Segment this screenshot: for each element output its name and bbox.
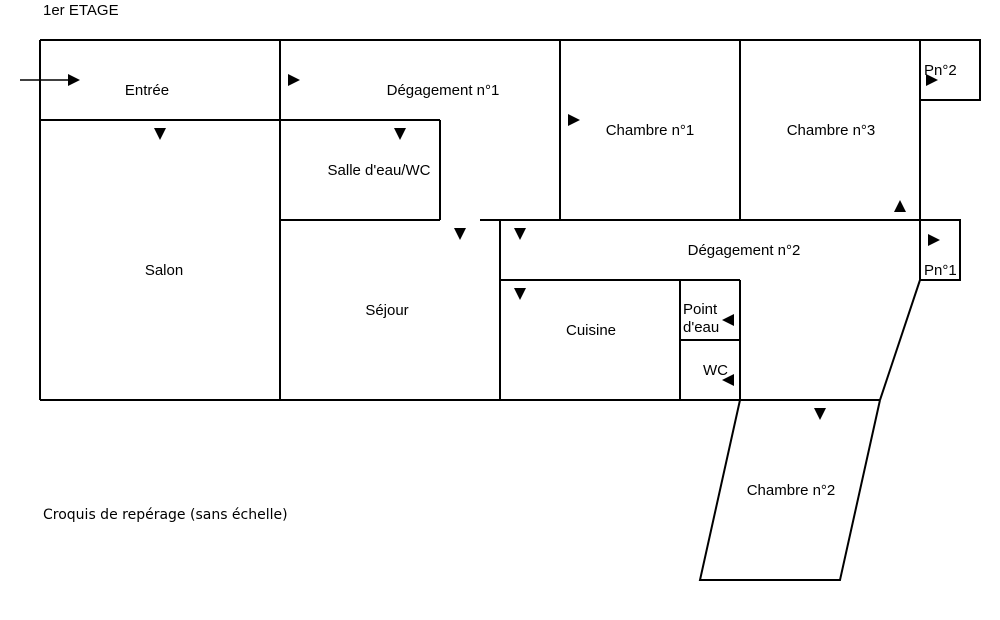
door-arrow-icon [568,114,580,126]
door-arrows [20,74,940,420]
wall-pn1 [919,219,961,281]
label-entree: Entrée [125,82,169,99]
wall-chambre2 [698,399,881,581]
room-labels: Entrée Dégagement n°1 Chambre n°1 Chambr… [125,62,957,499]
floor-title: 1er ETAGE [43,2,119,19]
label-cuisine: Cuisine [566,322,616,339]
wall-degagement2-slant [879,279,921,401]
label-pn2: Pn°2 [924,62,957,79]
wall-pn2 [920,39,981,101]
label-salle-eau-wc: Salle d'eau/WC [328,162,431,179]
door-arrow-icon [514,288,526,300]
door-arrow-icon [514,228,526,240]
door-arrow-icon [288,74,300,86]
label-point-eau-2: d'eau [683,319,719,336]
door-arrow-icon [722,314,734,326]
door-arrow-icon [20,74,80,86]
label-chambre2: Chambre n°2 [747,482,836,499]
label-sejour: Séjour [365,302,408,319]
door-arrow-icon [894,200,906,212]
door-arrow-icon [928,234,940,246]
label-pn1: Pn°1 [924,262,957,279]
door-arrow-icon [814,408,826,420]
label-chambre3: Chambre n°3 [787,122,876,139]
label-salon: Salon [145,262,183,279]
label-wc: WC [703,362,728,379]
label-degagement2: Dégagement n°2 [688,242,801,259]
sketch-caption: Croquis de repérage (sans échelle) [43,507,288,523]
door-arrow-icon [454,228,466,240]
door-arrow-icon [154,128,166,140]
label-degagement1: Dégagement n°1 [387,82,500,99]
walls [39,39,981,581]
label-chambre1: Chambre n°1 [606,122,695,139]
label-point-eau-1: Point [683,301,718,318]
door-arrow-icon [394,128,406,140]
